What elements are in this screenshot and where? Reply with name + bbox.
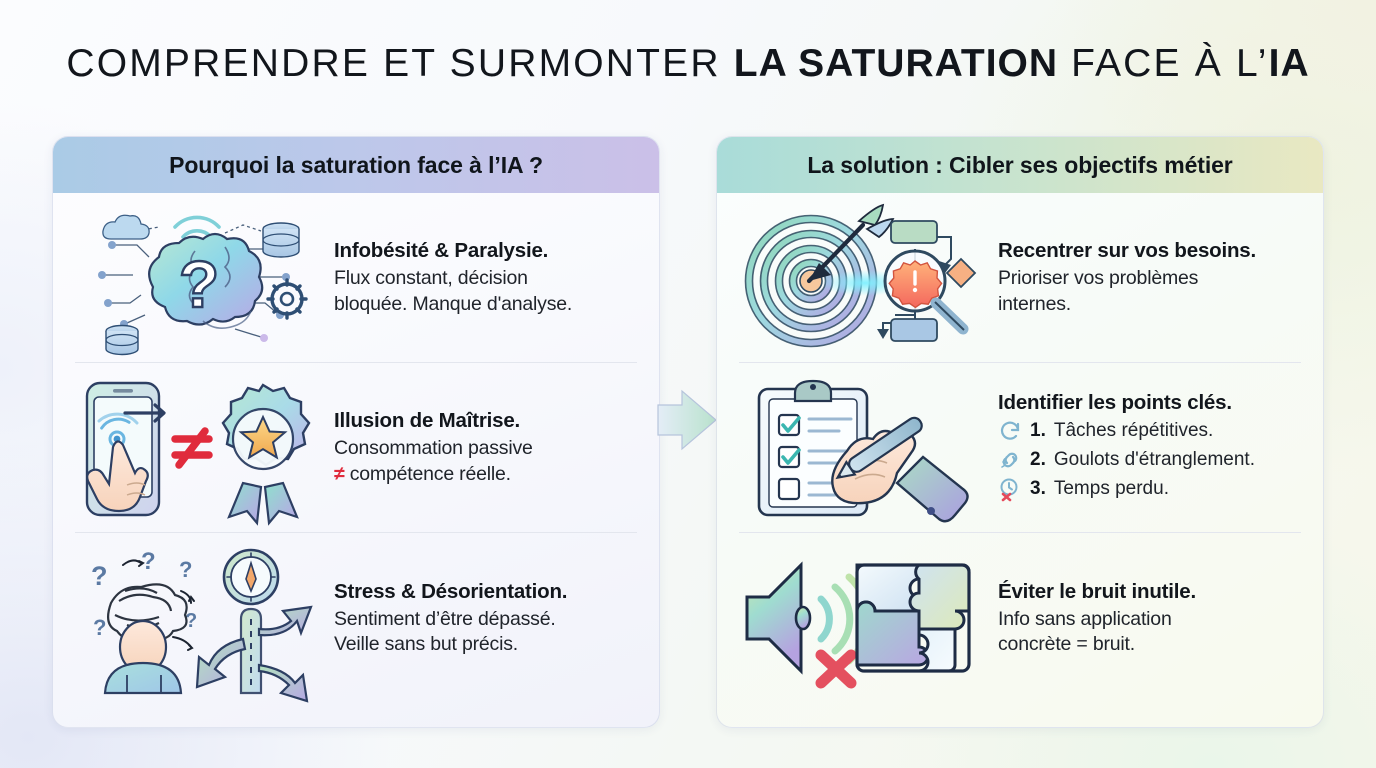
list-item-line-1: Flux constant, décision (334, 267, 528, 290)
list-item-text: Infobésité & Paralysie. Flux constant, d… (334, 238, 637, 317)
refresh-cycle-icon (998, 419, 1022, 443)
brain-overload-icon: ? (75, 203, 320, 355)
list-item-label: Goulots d'étranglement. (1053, 448, 1255, 470)
list-item-label: Temps perdu. (1053, 477, 1169, 499)
list-item-text: Illusion de Maîtrise. Consommation passi… (334, 408, 637, 487)
list-item: ? ? ? ? ? (75, 533, 637, 703)
target-arrow-magnifier-icon (739, 203, 984, 353)
svg-text:?: ? (91, 561, 108, 591)
confused-person-compass-icon: ? ? ? ? ? (75, 543, 320, 703)
list-item-heading: Stress & Désorientation. (334, 579, 568, 603)
panel-problem: Pourquoi la saturation face à l’IA ? (52, 136, 660, 728)
list-item-line-2: internes. (998, 292, 1071, 315)
clipboard-checklist-hand-icon (739, 373, 984, 523)
panel-problem-header: Pourquoi la saturation face à l’IA ? (53, 137, 659, 193)
list-item-heading: Identifier les points clés. (998, 390, 1232, 414)
list-item-text: Stress & Désorientation. Sentiment d’êtr… (334, 579, 637, 658)
svg-text:?: ? (179, 247, 219, 321)
panel-solution: La solution : Cibler ses objectifs métie… (716, 136, 1324, 728)
svg-text:?: ? (141, 548, 156, 575)
list-item-heading: Illusion de Maîtrise. (334, 409, 521, 433)
title-part-4-emphasis: IA (1268, 42, 1310, 85)
title-part-2-emphasis: LA SATURATION (733, 42, 1059, 85)
phone-tap-vs-badge-icon (75, 373, 320, 526)
list-item-text: Éviter le bruit inutile. Info sans appli… (998, 579, 1301, 658)
list-item-number: 1. (1030, 419, 1046, 441)
list-item-line-2: bloquée. Manque d'analyse. (334, 292, 573, 315)
title-part-3: FACE À L’ (1058, 42, 1269, 85)
list-item-number: 3. (1030, 477, 1046, 499)
title-part-1: COMPRENDRE ET SURMONTER (66, 42, 734, 85)
svg-text:?: ? (93, 615, 106, 640)
muted-speaker-puzzle-icon (739, 543, 984, 693)
list-item-number: 2. (1030, 448, 1046, 470)
clock-cross-icon (998, 477, 1022, 501)
list-item-line-1: Sentiment d’être dépassé. (334, 607, 556, 630)
list-item: Recentrer sur vos besoins. Prioriser vos… (739, 193, 1301, 363)
list-item-heading: Infobésité & Paralysie. (334, 239, 549, 263)
not-equal-symbol: ≠ (334, 462, 345, 485)
list-item-heading: Éviter le bruit inutile. (998, 579, 1196, 603)
list-item-text: Recentrer sur vos besoins. Prioriser vos… (998, 238, 1301, 317)
list-item: Identifier les points clés. 1. Tâches ré… (739, 363, 1301, 533)
list-item-text: Identifier les points clés. 1. Tâches ré… (998, 390, 1301, 506)
list-item-line-1: Prioriser vos problèmes (998, 267, 1199, 290)
panel-solution-header: La solution : Cibler ses objectifs métie… (717, 137, 1323, 193)
list-item: 1. Tâches répétitives. (998, 419, 1301, 443)
panel-solution-rows: Recentrer sur vos besoins. Prioriser vos… (717, 193, 1323, 703)
list-item: ? Infobésité & Paralysie. Flux constant,… (75, 193, 637, 363)
list-item-heading: Recentrer sur vos besoins. (998, 239, 1256, 263)
list-item: Éviter le bruit inutile. Info sans appli… (739, 533, 1301, 703)
list-item: 3. Temps perdu. (998, 477, 1301, 501)
key-points-list: 1. Tâches répétitives. 2. Goulots (998, 419, 1301, 501)
list-item: 2. Goulots d'étranglement. (998, 448, 1301, 472)
list-item: Illusion de Maîtrise. Consommation passi… (75, 363, 637, 533)
list-item-line-1: Consommation passive (334, 437, 533, 460)
panel-problem-rows: ? Infobésité & Paralysie. Flux constant,… (53, 193, 659, 703)
list-item-line-2: Veille sans but précis. (334, 633, 519, 655)
list-item-label: Tâches répétitives. (1053, 419, 1214, 441)
bottleneck-link-icon (998, 448, 1022, 472)
page-title: COMPRENDRE ET SURMONTER LA SATURATION FA… (0, 44, 1376, 83)
list-item-line-1: Info sans application (998, 607, 1172, 630)
svg-text:?: ? (179, 557, 192, 582)
list-item-line-2: compétence réelle. (344, 462, 511, 485)
list-item-line-2: concrète = bruit. (998, 633, 1135, 655)
svg-text:?: ? (185, 610, 197, 632)
arrow-right-icon (656, 383, 718, 457)
